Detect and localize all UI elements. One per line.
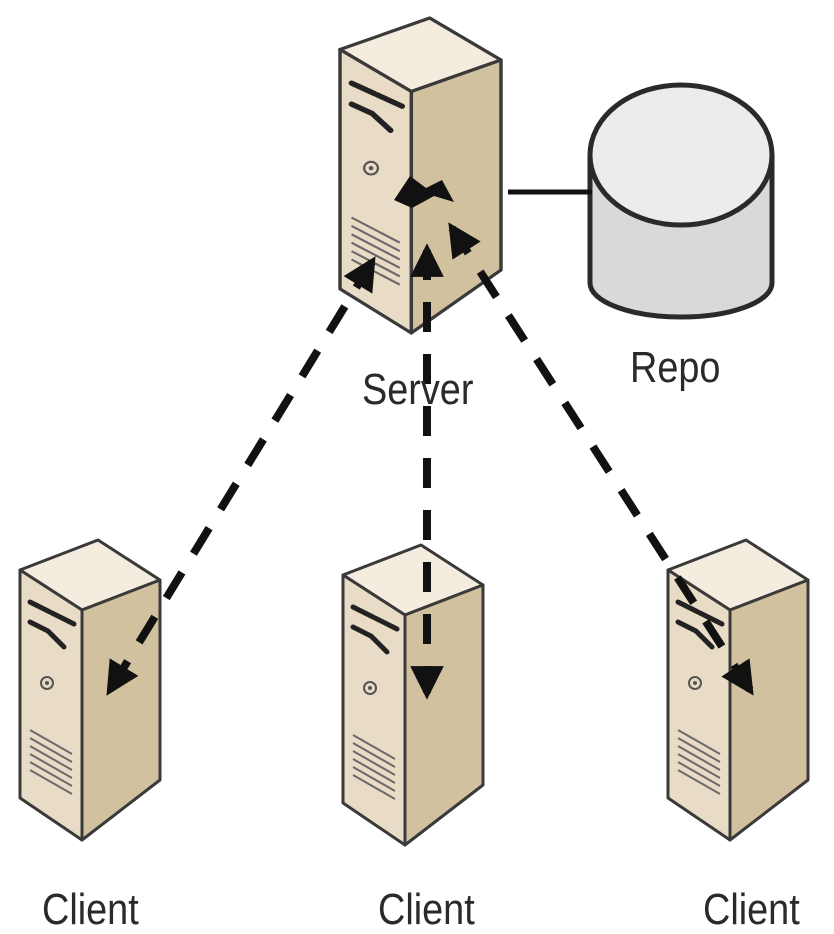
client-3-icon <box>668 540 808 840</box>
repo-database-icon <box>587 82 775 320</box>
connector-server-client-3 <box>448 222 754 696</box>
server-icon <box>340 18 501 333</box>
connector-server-client-1 <box>106 256 376 696</box>
client-2-icon <box>343 545 483 845</box>
server-hub-mark <box>394 176 454 208</box>
client-3-label: Client <box>703 885 800 934</box>
server-label: Server <box>362 365 474 414</box>
client-2-label: Client <box>378 885 475 934</box>
client-1-label: Client <box>42 885 139 934</box>
repo-label: Repo <box>630 343 721 392</box>
client-1-icon <box>20 540 160 840</box>
